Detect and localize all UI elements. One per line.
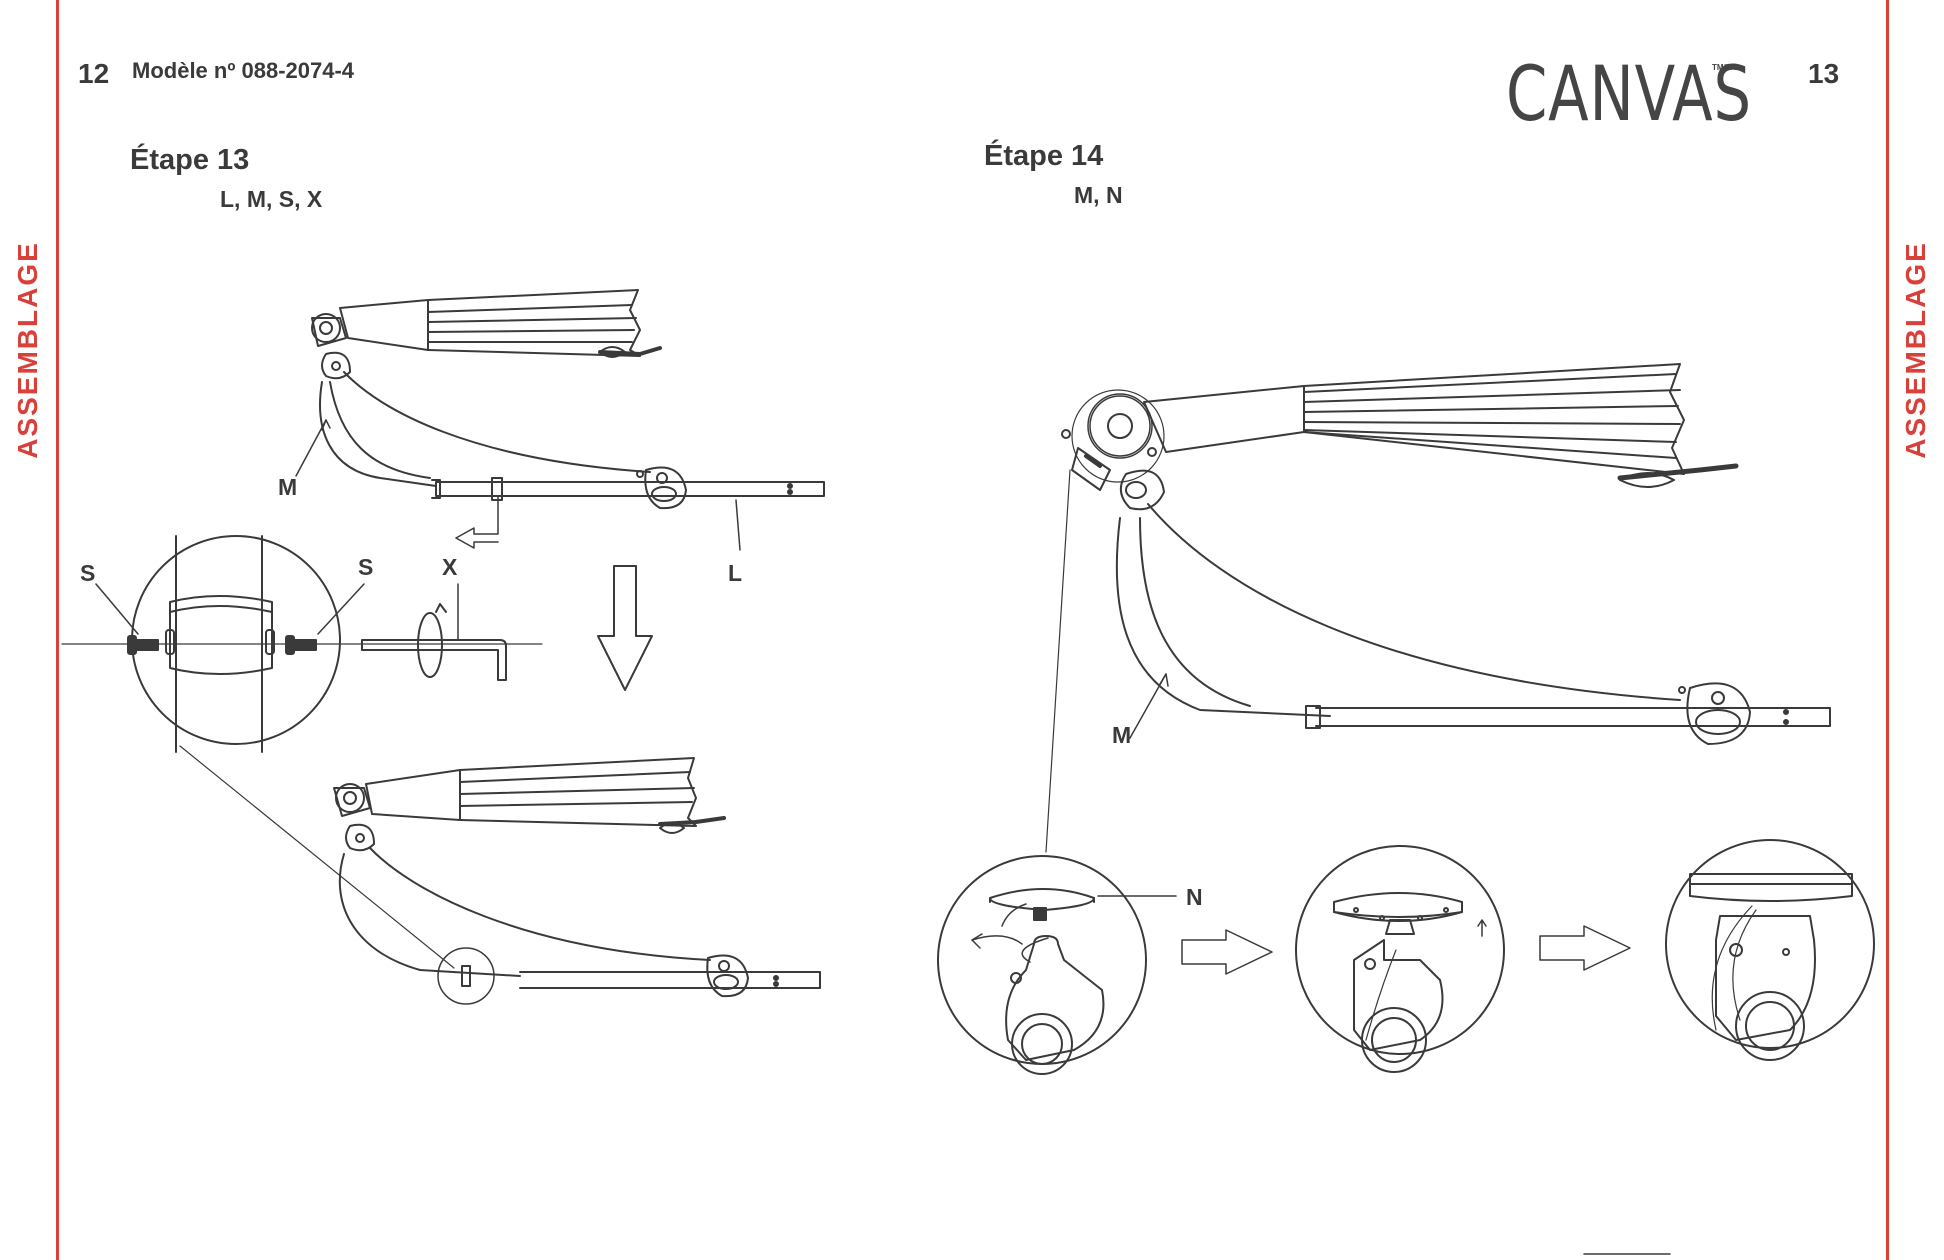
step14-main-assembly [1046,364,1830,852]
downward-arrow-icon [598,566,652,690]
step-arrow-icon-2 [1540,926,1630,970]
step13-zoom-detail [62,536,542,968]
step13-top-assembly [296,290,824,550]
step-arrow-icon-1 [1182,930,1272,974]
step14-detail-circle-1 [938,856,1176,1074]
step14-detail-circle-3 [1666,840,1874,1060]
step13-bottom-assembly [334,758,820,1004]
step14-detail-circle-2 [1296,846,1504,1072]
